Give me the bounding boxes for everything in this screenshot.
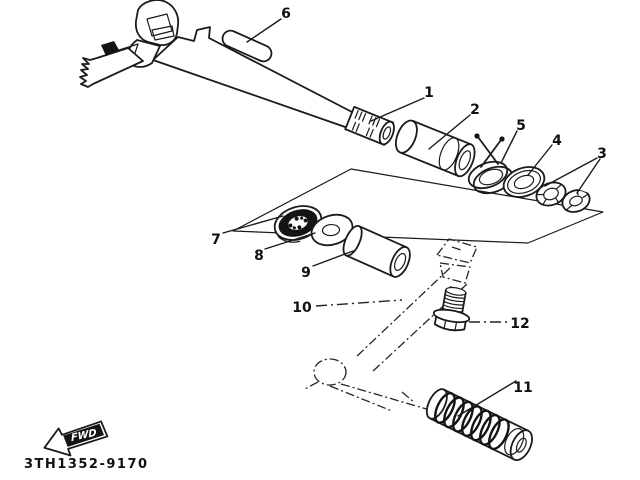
callout-9: 9	[301, 265, 311, 281]
part-code-label: 3TH1352-9170	[24, 457, 149, 472]
pin-part-6	[221, 29, 273, 63]
washer-part-8	[310, 213, 354, 247]
leader-line-6	[246, 18, 282, 43]
leader-line-1	[370, 97, 425, 122]
shift-pedal-part	[79, 0, 180, 88]
callout-2: 2	[470, 102, 480, 118]
callout-11: 11	[513, 380, 532, 396]
callout-4: 4	[552, 133, 562, 149]
callout-10: 10	[292, 300, 312, 316]
leader-line-7	[222, 215, 284, 234]
leader-line-3b	[576, 158, 601, 194]
fwd-arrow-label: FWD	[71, 428, 97, 444]
leader-line-5	[500, 130, 518, 164]
callout-8: 8	[254, 248, 264, 264]
bolt-part-12	[432, 286, 471, 332]
leader-line-10	[315, 299, 403, 307]
callout-labels: 6 1 2 5 4 3 7 8 9 10 12 11	[211, 6, 607, 396]
leader-line-11	[457, 380, 517, 417]
washer-part-4	[502, 166, 546, 198]
callout-5: 5	[516, 118, 526, 134]
pedal-pinch-bolt-detail	[101, 41, 119, 56]
callout-3: 3	[597, 146, 607, 162]
collar-part-9	[342, 225, 411, 278]
fwd-arrow-icon: FWD	[43, 420, 109, 457]
callout-7: 7	[211, 232, 221, 248]
footpeg-part-11	[425, 388, 533, 461]
parts-group-panel-outline	[232, 168, 604, 244]
leader-line-3a	[544, 157, 598, 187]
shift-shaft-part	[152, 26, 395, 146]
callout-1: 1	[424, 85, 434, 101]
callout-6: 6	[281, 6, 291, 22]
lock-washer-part-3a	[535, 181, 567, 207]
leader-line-2	[428, 114, 471, 150]
leader-line-8	[264, 232, 316, 250]
leader-line-9	[312, 250, 354, 267]
callout-12: 12	[510, 316, 529, 332]
collar-part-2	[395, 119, 476, 178]
clip-washer-part-3b	[561, 184, 591, 213]
damper-part-7	[273, 205, 323, 243]
leader-lines	[222, 18, 601, 417]
leader-line-4	[527, 144, 553, 176]
